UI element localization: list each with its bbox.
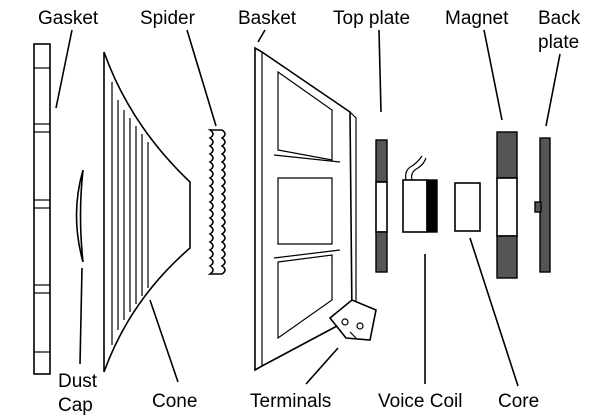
terminals-part bbox=[328, 299, 377, 341]
terminals-label: Terminals bbox=[250, 391, 331, 412]
cone-leader bbox=[149, 299, 179, 383]
gasket-label: Gasket bbox=[38, 8, 99, 29]
terminals-leader bbox=[305, 347, 339, 385]
voice-coil-part bbox=[402, 155, 438, 233]
basket-leader bbox=[257, 29, 266, 43]
magnet-label: Magnet bbox=[445, 8, 509, 29]
core-leader bbox=[469, 237, 519, 387]
top-plate-part bbox=[375, 139, 388, 273]
back-plate-part bbox=[534, 137, 551, 273]
spider-part bbox=[207, 129, 226, 275]
magnet-part bbox=[496, 131, 518, 279]
voice-coil-label: Voice Coil bbox=[378, 391, 463, 412]
back-plate-label-line1: Back bbox=[538, 8, 581, 29]
top-plate-leader bbox=[378, 29, 382, 113]
spider-leader bbox=[186, 29, 217, 127]
spider-label: Spider bbox=[140, 8, 196, 29]
dust-cap-label-line1: Dust bbox=[58, 371, 98, 392]
back-plate-leader bbox=[545, 53, 561, 127]
gasket-leader bbox=[55, 29, 73, 109]
dust-cap-leader bbox=[79, 267, 83, 365]
core-label: Core bbox=[498, 391, 539, 412]
magnet-leader bbox=[483, 29, 503, 121]
gasket-part bbox=[33, 43, 51, 375]
core-part bbox=[454, 182, 481, 232]
top-plate-label: Top plate bbox=[333, 8, 410, 29]
cone-part bbox=[103, 51, 191, 373]
back-plate-label-line2: plate bbox=[538, 32, 579, 53]
dust-cap-label-line2: Cap bbox=[58, 395, 93, 416]
dust-cap-part bbox=[75, 169, 84, 263]
leader-lines bbox=[55, 29, 561, 387]
basket-label: Basket bbox=[238, 8, 297, 29]
cone-label: Cone bbox=[152, 391, 197, 412]
